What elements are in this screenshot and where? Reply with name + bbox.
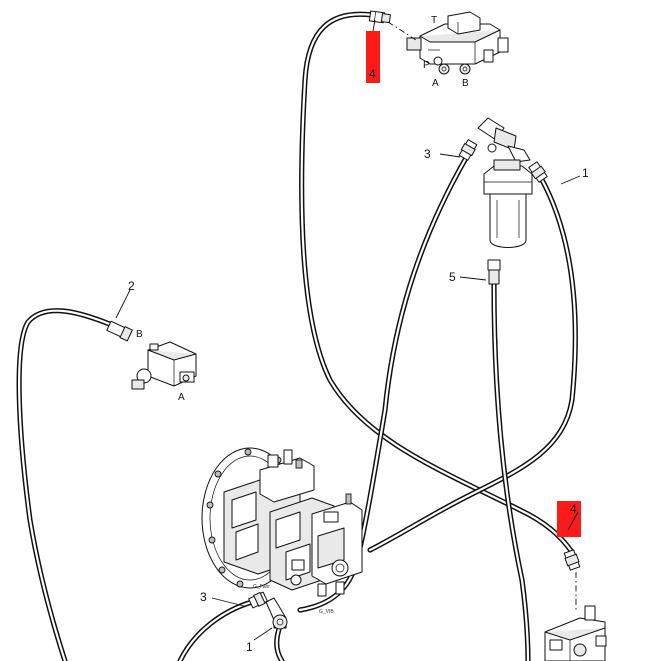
- callout-2: 2: [128, 279, 135, 293]
- hose-2: [16, 308, 115, 661]
- directional-valve-block: T P A B: [406, 11, 509, 89]
- valve-port-a: A: [432, 78, 439, 89]
- pump-label-fahr: G_Fahr: [253, 584, 270, 590]
- marker-4-top: 4: [366, 19, 380, 83]
- hose-1: [367, 175, 578, 553]
- pump-label-vib: G_VIB: [319, 609, 334, 615]
- small-valve: B A: [131, 329, 197, 403]
- small-valve-port-a: A: [178, 392, 185, 403]
- valve-port-t: T: [431, 15, 437, 26]
- callout-3-top: 3: [424, 147, 431, 161]
- callout-1-bottom: 1: [246, 640, 253, 654]
- small-valve-port-b: B: [136, 329, 143, 340]
- hose-5: [491, 282, 531, 661]
- bottom-right-valve: [544, 605, 607, 661]
- marker-4-top-label: 4: [369, 67, 376, 81]
- hose-3: [297, 155, 469, 613]
- dashdot-line-valve: [387, 21, 417, 41]
- callout-1-right: 1: [582, 166, 589, 180]
- callout-3-bottom: 3: [200, 590, 207, 604]
- leader-lines: [115, 153, 581, 641]
- hose-1-lower: [274, 623, 285, 661]
- valve-port-b: B: [462, 78, 469, 89]
- valve-port-p: P: [423, 60, 430, 71]
- hose-fittings: [106, 10, 581, 630]
- marker-4-right-label: 4: [570, 502, 577, 516]
- marker-4-right: 4: [557, 501, 581, 537]
- callout-5: 5: [449, 270, 456, 284]
- hose-3-lower: [177, 599, 255, 661]
- hose-4: [299, 11, 575, 555]
- hydraulic-pump-assembly: G_Fahr G_VIB: [201, 447, 363, 615]
- hydraulic-filter: [477, 117, 533, 248]
